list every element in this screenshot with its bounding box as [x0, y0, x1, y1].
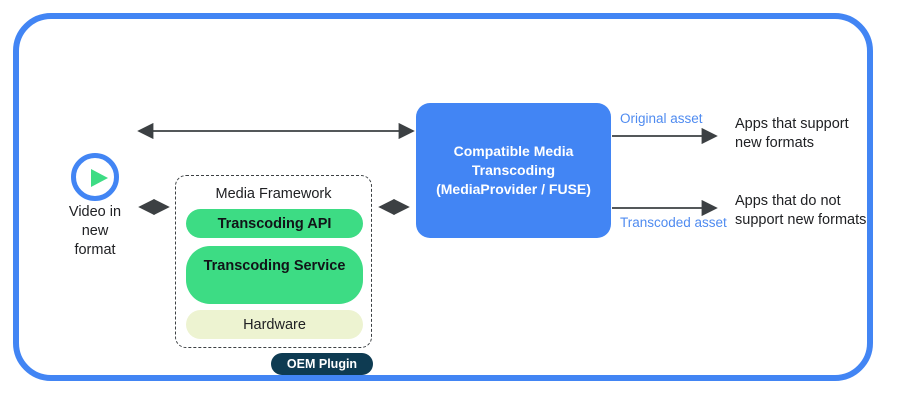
compatible-media-transcoding-box: Compatible Media Transcoding (MediaProvi… [416, 103, 611, 238]
transcoding-service-block: Transcoding Service OEM Plugin [186, 246, 373, 375]
video-source-label: Video in new format [68, 204, 122, 258]
transcoding-api-block: Transcoding API [186, 209, 363, 238]
play-triangle-icon [91, 169, 108, 187]
edge-label-original-asset: Original asset [620, 111, 703, 126]
transcoding-service-label: Transcoding Service [203, 258, 346, 274]
arrow-core-to-apps-nosupport [612, 199, 718, 217]
edge-label-transcoded-asset: Transcoded asset [620, 215, 727, 230]
hardware-block: Hardware [186, 310, 363, 339]
oem-plugin-badge: OEM Plugin [271, 353, 373, 375]
arrow-video-to-core [137, 122, 415, 140]
arrow-framework-to-core [378, 198, 410, 216]
play-circle-icon [71, 153, 119, 201]
target-apps-no-support-new-formats: Apps that do not support new formats [735, 193, 867, 228]
arrow-video-to-framework [138, 198, 170, 216]
media-framework-group: Media Framework Transcoding API Transcod… [175, 175, 373, 375]
target-apps-support-new-formats: Apps that support new formats [735, 116, 849, 151]
media-framework-title: Media Framework [215, 186, 332, 202]
arrow-core-to-apps-support [612, 127, 718, 145]
